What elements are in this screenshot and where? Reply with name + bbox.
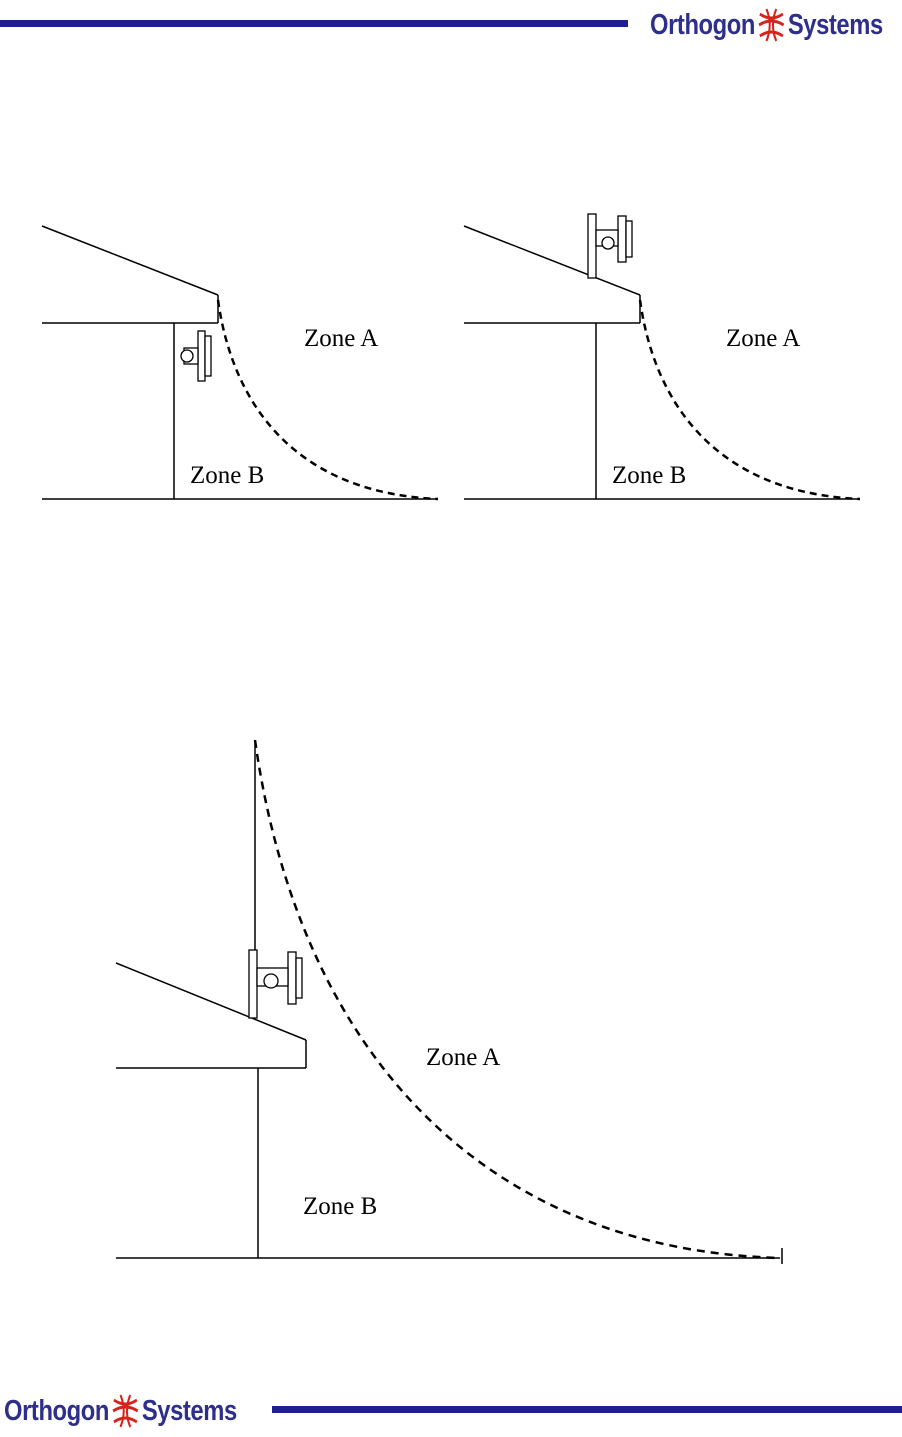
footer-logo-right: Systems — [142, 1395, 237, 1428]
header-logo: Orthogon Systems — [650, 6, 883, 44]
header-logo-left: Orthogon — [650, 9, 755, 42]
orthogon-swirl-icon — [111, 1392, 141, 1430]
header-rule — [0, 20, 628, 27]
zone-a-label: Zone A — [304, 325, 378, 352]
zone-b-label: Zone B — [612, 462, 686, 489]
zone-a-label: Zone A — [726, 325, 800, 352]
zone-a-label: Zone A — [426, 1044, 500, 1071]
zone-b-label: Zone B — [190, 462, 264, 489]
antenna-unit-icon — [249, 950, 302, 1018]
header-logo-right: Systems — [788, 9, 883, 42]
footer-logo: Orthogon Systems — [4, 1392, 237, 1430]
roof-line — [42, 226, 218, 295]
footer-rule — [272, 1406, 902, 1413]
antenna-unit-icon — [181, 331, 211, 381]
antenna-unit-icon — [588, 214, 632, 278]
orthogon-swirl-icon — [757, 6, 787, 44]
footer-logo-left: Orthogon — [4, 1395, 109, 1428]
figure-wall-mount: Zone A Zone B — [38, 218, 443, 508]
figure-roof-mount: Zone A Zone B — [460, 210, 865, 508]
zone-b-label: Zone B — [303, 1193, 377, 1220]
boundary-curve — [255, 740, 780, 1258]
figure-mast-mount: Zone A Zone B — [110, 730, 800, 1270]
